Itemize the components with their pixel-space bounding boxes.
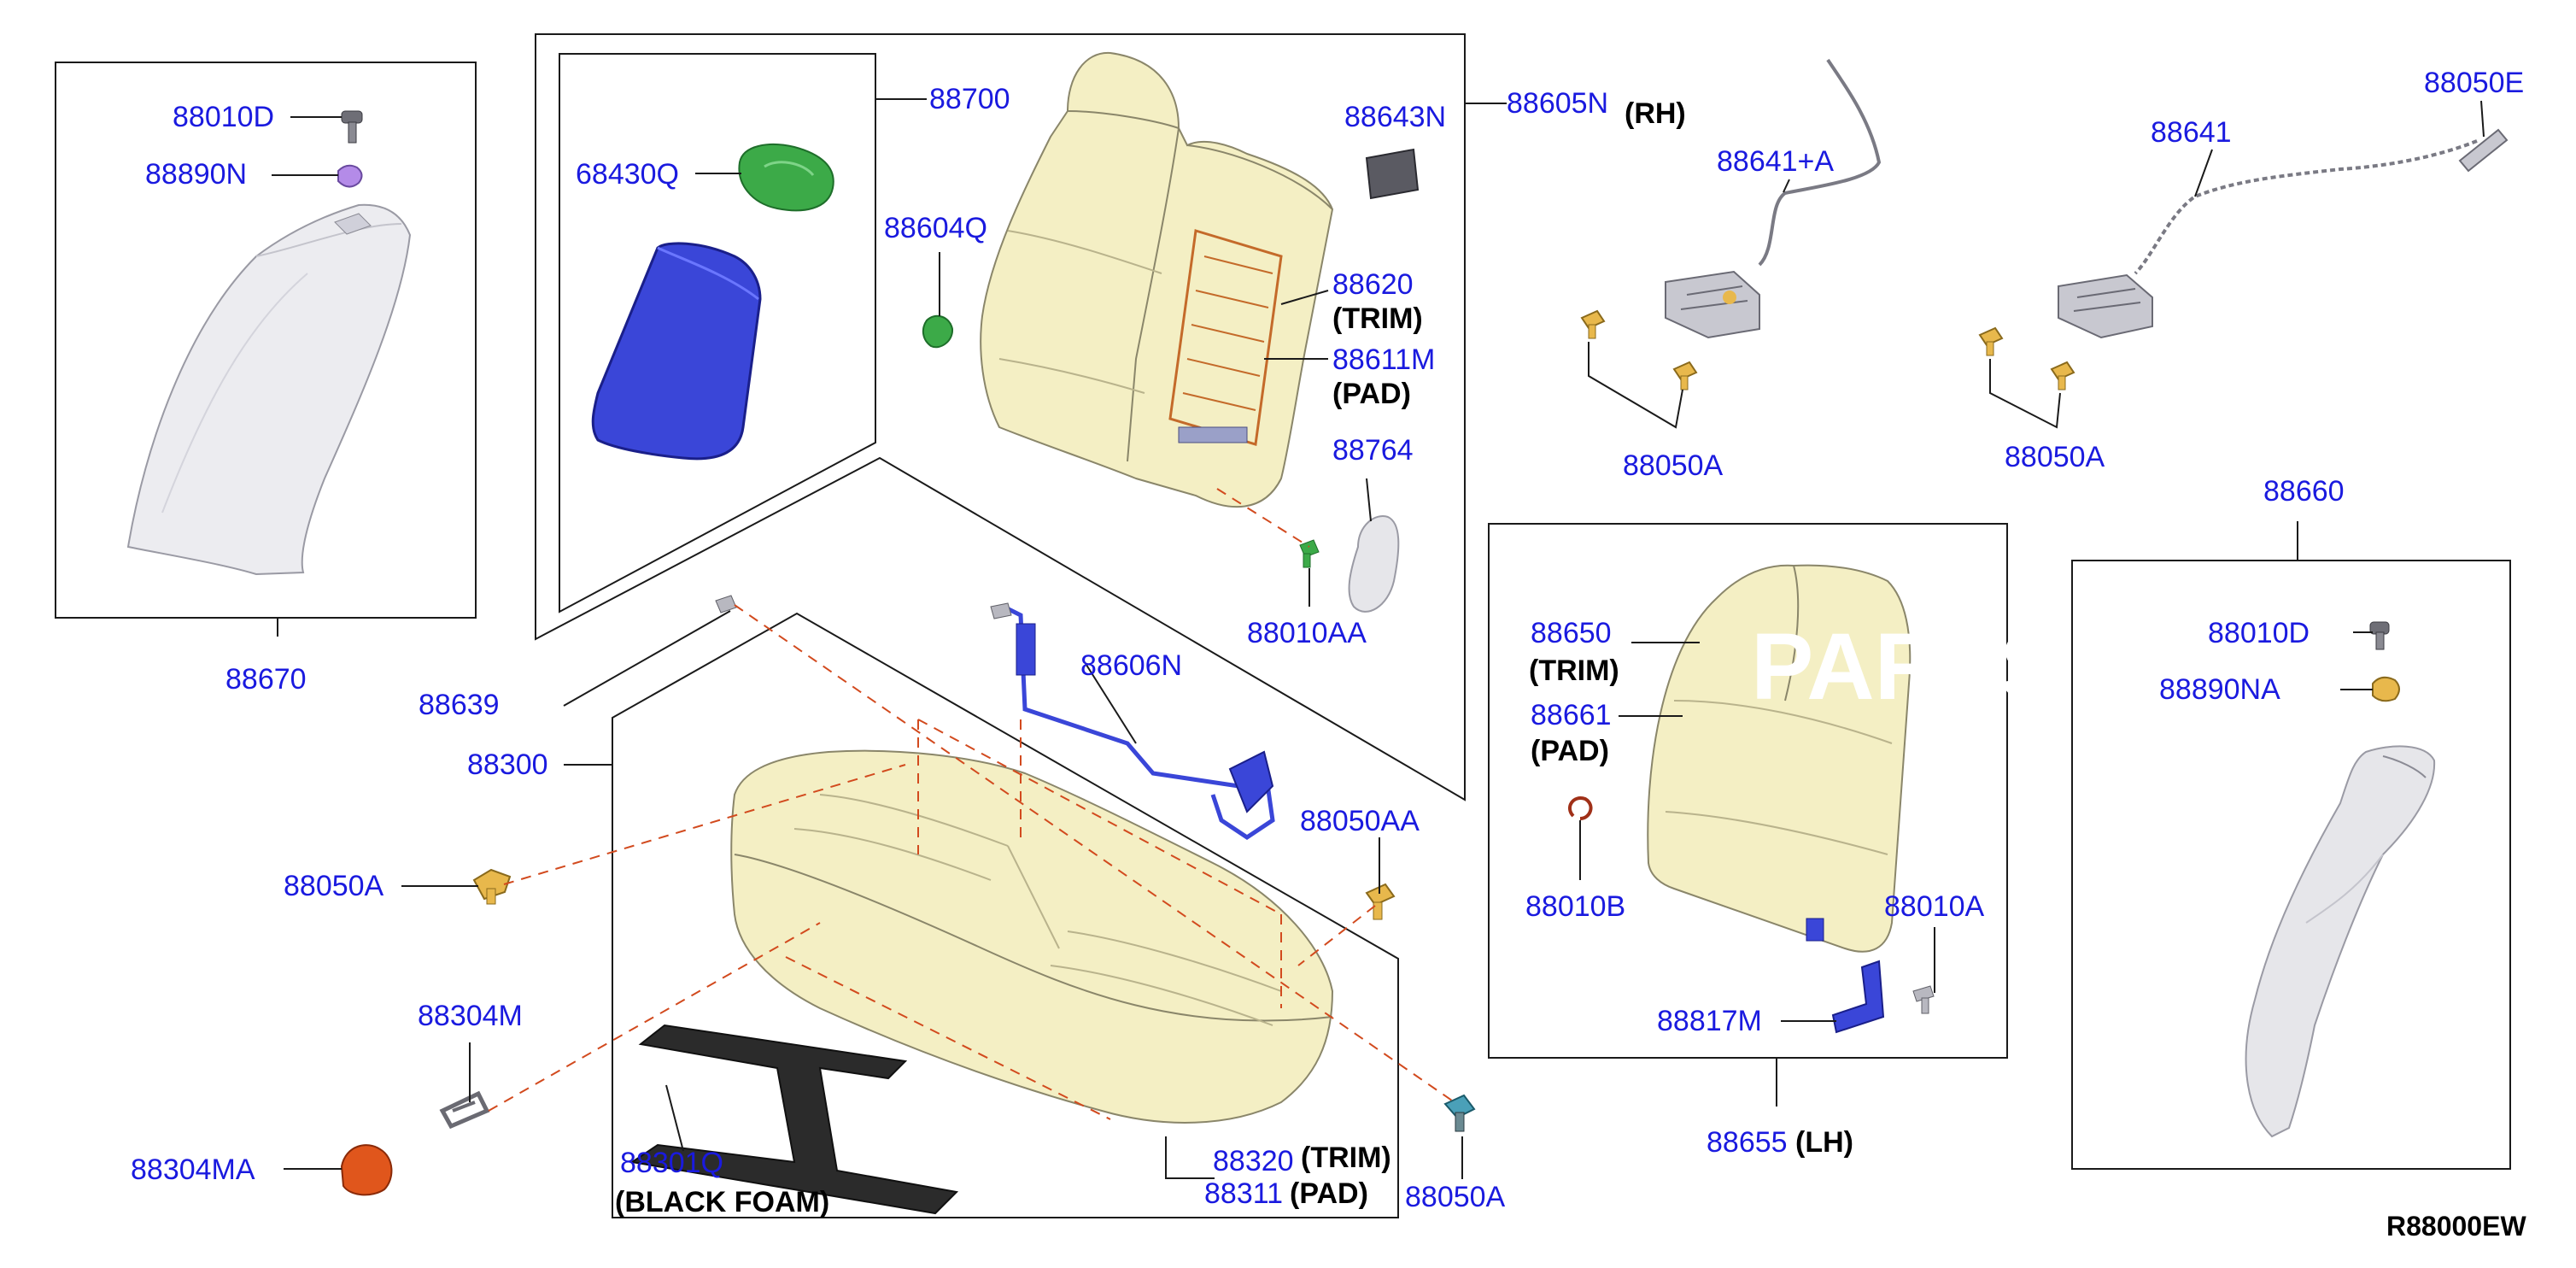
right-finisher-box: [2071, 560, 2511, 1170]
callout-88010B[interactable]: 88010B: [1525, 890, 1625, 923]
callout-88304M[interactable]: 88304M: [418, 1000, 523, 1032]
callout-88010A[interactable]: 88010A: [1884, 890, 1985, 923]
note-trim-cushion: (TRIM): [1301, 1142, 1391, 1174]
callout-88641[interactable]: 88641: [2151, 116, 2232, 149]
callout-88611M[interactable]: 88611M: [1332, 343, 1435, 376]
bolt-88010A-part: [1912, 985, 1935, 1014]
hook-88010B-part: [1568, 796, 1593, 820]
clip-88890N-part: [337, 164, 363, 188]
block-88643N-part: [1365, 148, 1420, 200]
callout-88050A-right[interactable]: 88050A: [2005, 441, 2105, 473]
latch-cover-88764-part: [1348, 515, 1400, 613]
note-lh: (LH): [1795, 1126, 1853, 1159]
note-rh: (RH): [1625, 97, 1686, 130]
note-pad-cushion: (PAD): [1290, 1177, 1368, 1210]
note-trim-lh: (TRIM): [1529, 655, 1619, 687]
lh-seatback-88650-part: [1647, 564, 1912, 953]
clip-88050A-left-part: [472, 868, 512, 905]
callout-88670[interactable]: 88670: [225, 663, 307, 696]
callout-88641A[interactable]: 88641+A: [1717, 145, 1834, 178]
callout-88764[interactable]: 88764: [1332, 434, 1414, 467]
hook-88304M-part: [439, 1090, 490, 1130]
callout-88643N[interactable]: 88643N: [1344, 101, 1446, 133]
watermark: PARTS: [1751, 614, 2063, 719]
callout-88050A-mid[interactable]: 88050A: [1623, 449, 1724, 482]
seatback-frame: [535, 33, 1466, 801]
callout-88817M[interactable]: 88817M: [1657, 1005, 1762, 1037]
finisher-88660-part: [2245, 745, 2436, 1138]
callout-88050A-left[interactable]: 88050A: [284, 870, 384, 902]
callout-88300[interactable]: 88300: [467, 748, 548, 781]
cable-88641A-part: [1665, 58, 1882, 339]
seatback-88620-part: [980, 51, 1334, 508]
callout-88650[interactable]: 88650: [1531, 617, 1612, 649]
clip-88890NA-part: [2372, 676, 2400, 702]
black-foam-88301Q-part: [629, 1024, 959, 1215]
bushing-88604Q-part: [922, 314, 954, 349]
note-pad-lh: (PAD): [1531, 735, 1609, 767]
callout-88304MA[interactable]: 88304MA: [131, 1154, 255, 1186]
callout-88050E[interactable]: 88050E: [2424, 67, 2524, 99]
finisher-88670-part: [126, 203, 412, 576]
callout-68430Q[interactable]: 68430Q: [576, 158, 679, 191]
callout-88660[interactable]: 88660: [2263, 475, 2345, 508]
armrest-box: [559, 53, 876, 613]
callout-88010D-left[interactable]: 88010D: [173, 101, 274, 133]
callout-88890NA[interactable]: 88890NA: [2159, 673, 2280, 706]
bolt-88010D-left-part: [341, 110, 363, 144]
clip-88050A-mid-part: [1580, 309, 1698, 390]
diagram-code: R88000EW: [2386, 1211, 2526, 1242]
armrest-part: [591, 242, 762, 461]
leader-lines: [272, 98, 2485, 1179]
callout-88655[interactable]: 88655: [1707, 1126, 1788, 1159]
clip-88050A-bottom-part: [1443, 1094, 1476, 1132]
left-finisher-box: [55, 62, 477, 619]
callout-88050A-bottom[interactable]: 88050A: [1405, 1181, 1506, 1213]
callout-88010AA[interactable]: 88010AA: [1247, 617, 1367, 649]
note-trim-seatback: (TRIM): [1332, 302, 1423, 335]
dashed-install-lines: [488, 488, 1453, 1120]
screw-88010AA-part: [1299, 539, 1320, 568]
callout-88050AA[interactable]: 88050AA: [1300, 805, 1420, 837]
note-pad-seatback: (PAD): [1332, 378, 1411, 410]
cushion-frame: [612, 612, 1399, 1218]
callout-88639[interactable]: 88639: [419, 689, 500, 721]
lh-seatback-box: [1488, 523, 2008, 1059]
callout-88620[interactable]: 88620: [1332, 268, 1414, 301]
callout-88661[interactable]: 88661: [1531, 699, 1612, 731]
bolt-88010D-right-part: [2369, 621, 2390, 650]
callout-88700[interactable]: 88700: [929, 83, 1010, 115]
callout-88605N[interactable]: 88605N: [1507, 87, 1608, 120]
callout-88010D-right[interactable]: 88010D: [2208, 617, 2310, 649]
callout-88320[interactable]: 88320: [1213, 1145, 1294, 1177]
note-black-foam: (BLACK FOAM): [615, 1186, 829, 1218]
callout-88606N[interactable]: 88606N: [1080, 649, 1182, 682]
clip-88304MA-part: [340, 1144, 393, 1196]
callout-88311[interactable]: 88311: [1204, 1177, 1283, 1210]
callout-88604Q[interactable]: 88604Q: [884, 212, 987, 244]
clip-88050A-right-part: [1978, 326, 2075, 390]
cable-88641-part: [2058, 139, 2478, 339]
bracket-88817M-part: [1831, 960, 1885, 1034]
callout-88890N[interactable]: 88890N: [145, 158, 247, 191]
clip-88639-part: [715, 595, 737, 613]
callout-88301Q[interactable]: 88301Q: [620, 1147, 723, 1179]
bolt-88050E-part: [2458, 128, 2509, 173]
striker-88606N-part: [990, 602, 1275, 841]
cup-holder-68430Q-part: [738, 144, 834, 212]
